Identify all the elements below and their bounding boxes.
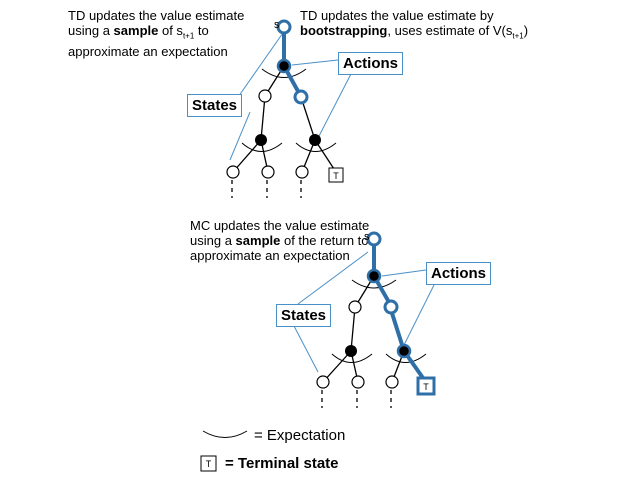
actions-callout-bottom: Actions (426, 262, 492, 285)
root-label: s (364, 231, 370, 243)
tree-edge (232, 139, 262, 173)
root-label: s (274, 19, 280, 31)
terminal-state-node (416, 376, 436, 396)
callout-line (317, 71, 353, 139)
mc-sample-description: MC updates the value estimate using a sa… (190, 218, 370, 263)
action-node (276, 58, 292, 74)
callout-line (381, 269, 427, 277)
legend-terminal-state: = Terminal state (225, 455, 339, 472)
action-node (309, 134, 321, 146)
td-backup-diagram: T s (226, 19, 353, 198)
terminal-letter: T (423, 382, 429, 392)
td-sample-description: TD updates the value estimate using a sa… (68, 8, 245, 59)
expectation-arc (241, 142, 283, 152)
action-node (255, 134, 267, 146)
callout-line (293, 325, 319, 373)
callout-line (229, 111, 251, 161)
tree-edge (260, 95, 266, 141)
legend-graphics: T (200, 430, 248, 472)
expectation-arc (295, 142, 337, 152)
terminal-state-node (328, 167, 344, 183)
actions-callout-top: Actions (338, 52, 404, 75)
legend-expectation: = Expectation (254, 427, 346, 444)
terminal-letter: T (206, 459, 212, 469)
tree-edge (350, 306, 356, 352)
td-bootstrap-description: TD updates the value estimate by bootstr… (300, 8, 529, 41)
state-node (385, 375, 399, 389)
callout-line (401, 284, 435, 350)
expectation-arc (351, 279, 397, 289)
tree-edge (322, 350, 352, 383)
tree-edge (314, 139, 337, 173)
action-node (345, 345, 357, 357)
root-state-node (276, 19, 292, 35)
expectation-arc (331, 353, 373, 363)
state-node (261, 165, 275, 179)
expectation-arc (385, 353, 427, 363)
callout-line (297, 251, 369, 305)
state-node (351, 375, 365, 389)
next-state-node (293, 89, 309, 105)
next-state-node (383, 299, 399, 315)
state-node (258, 89, 272, 103)
callout-line (235, 29, 286, 101)
state-node (226, 165, 240, 179)
tree-edge (300, 96, 316, 141)
states-callout-top: States (187, 94, 243, 117)
state-node (316, 375, 330, 389)
expectation-arc (261, 68, 307, 78)
terminal-letter: T (333, 171, 339, 181)
terminal-state-legend-icon (200, 455, 217, 472)
action-node (366, 268, 382, 284)
root-state-node (366, 231, 382, 247)
states-callout-bottom: States (276, 304, 332, 327)
mc-backup-diagram: T s (293, 231, 436, 408)
expectation-arc-legend (202, 430, 248, 438)
action-node (396, 343, 412, 359)
state-node (348, 300, 362, 314)
callout-line (291, 59, 339, 66)
state-node (295, 165, 309, 179)
